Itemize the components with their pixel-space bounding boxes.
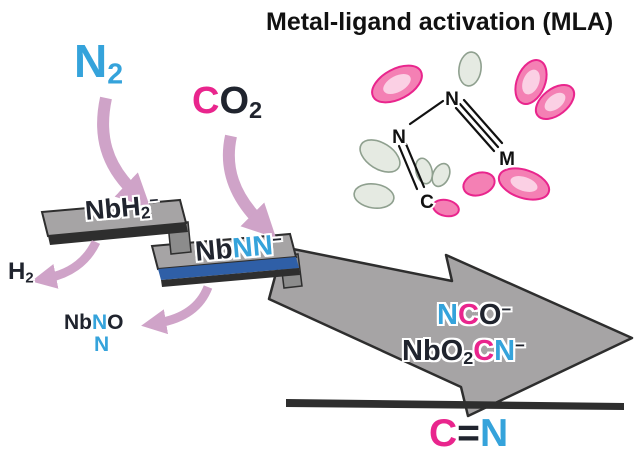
cn-n: N <box>479 412 509 455</box>
label-nbno: NbNO <box>64 312 124 333</box>
orbital-lobe-pink-inner <box>510 176 538 192</box>
co2-o: O <box>219 80 250 122</box>
orbital-lobe-pink-inner <box>544 92 566 112</box>
nco-charge: − <box>501 299 512 319</box>
nbo2cn-prefix: NbO <box>402 335 464 367</box>
nbh2-prefix: NbH <box>83 191 142 226</box>
nbnn-charge: − <box>271 230 283 250</box>
n2-addition-arrow <box>97 96 151 208</box>
n2-subscript: 2 <box>107 58 124 91</box>
orbital-lobe-green <box>359 139 401 173</box>
cn-bond: = <box>457 412 480 455</box>
nbo2cn-n: N <box>494 335 516 367</box>
label-nco: NCO− <box>437 301 511 330</box>
label-nbo2cn: NbO2CN− <box>402 337 525 367</box>
step-slab-2-blue-edge <box>158 257 299 280</box>
nbo2cn-subscript: 2 <box>463 347 474 368</box>
co2-addition-arrow <box>222 134 277 239</box>
nco-o: O <box>478 299 502 331</box>
n2-symbol: N <box>74 35 108 87</box>
nbh2-charge: − <box>148 191 160 210</box>
co2-subscript: 2 <box>249 97 263 124</box>
label-n-atom: N <box>94 334 109 355</box>
orbital-lobe-pink-inner <box>383 74 411 94</box>
orbital-lobe-pink-inner <box>522 69 540 95</box>
figure-title: Metal-ligand activation (MLA) <box>266 8 614 36</box>
bond-n-n <box>408 99 445 126</box>
cn-c: C <box>429 412 458 455</box>
bonds <box>397 98 504 191</box>
arrow-body <box>267 245 634 418</box>
nbo2cn-charge: − <box>515 335 525 355</box>
nbnn-prefix: Nb <box>193 232 234 267</box>
orbital-lobe-green <box>458 51 482 87</box>
h2-symbol: H <box>8 258 26 285</box>
nbno-n: N <box>92 311 108 334</box>
step-slab-2-dark-edge <box>161 268 300 287</box>
bond-n-c <box>404 142 426 189</box>
orbital-lobe-green <box>353 182 395 210</box>
co2-c: C <box>192 80 220 122</box>
orbital-lobe-pink <box>432 198 460 218</box>
nco-c: C <box>457 299 479 331</box>
h2-release-arrow <box>31 239 101 289</box>
nbno-prefix: Nb <box>64 311 92 334</box>
arrow-bottom-edge <box>286 399 624 410</box>
n-atom-symbol: N <box>94 333 110 356</box>
atom-label-n-left: N <box>392 127 406 148</box>
nbno-o: O <box>107 311 124 334</box>
nbnn-ligand: NN <box>231 229 275 264</box>
atom-label-n-top: N <box>445 89 459 110</box>
label-n2: N2 <box>74 38 123 89</box>
h2-subscript: 2 <box>25 270 34 287</box>
label-h2: H2 <box>8 260 34 286</box>
label-nbh2: NbH2− <box>83 191 160 228</box>
atom-label-m: M <box>499 149 515 170</box>
step-slab-1-dark-edge <box>48 223 188 245</box>
orbital-lobe-pink <box>462 171 496 197</box>
orbital-lobe-green <box>431 162 451 188</box>
label-co2: CO2 <box>192 82 262 123</box>
bond-n-m <box>462 98 504 145</box>
curved-reaction-arrows <box>31 96 277 335</box>
bond-n-m <box>458 102 500 149</box>
nbo2cn-c: C <box>473 335 495 367</box>
nco-n: N <box>437 299 458 331</box>
main-reaction-arrow <box>40 198 634 418</box>
orbital-lobes <box>353 51 576 218</box>
bond-n-m <box>454 106 496 153</box>
mla-orbital-diagram: N N M C <box>353 51 576 218</box>
nbno-branch-arrow <box>141 285 213 335</box>
label-cn: C=N <box>429 414 508 453</box>
atom-label-c: C <box>420 192 434 213</box>
bond-n-c <box>397 144 419 191</box>
